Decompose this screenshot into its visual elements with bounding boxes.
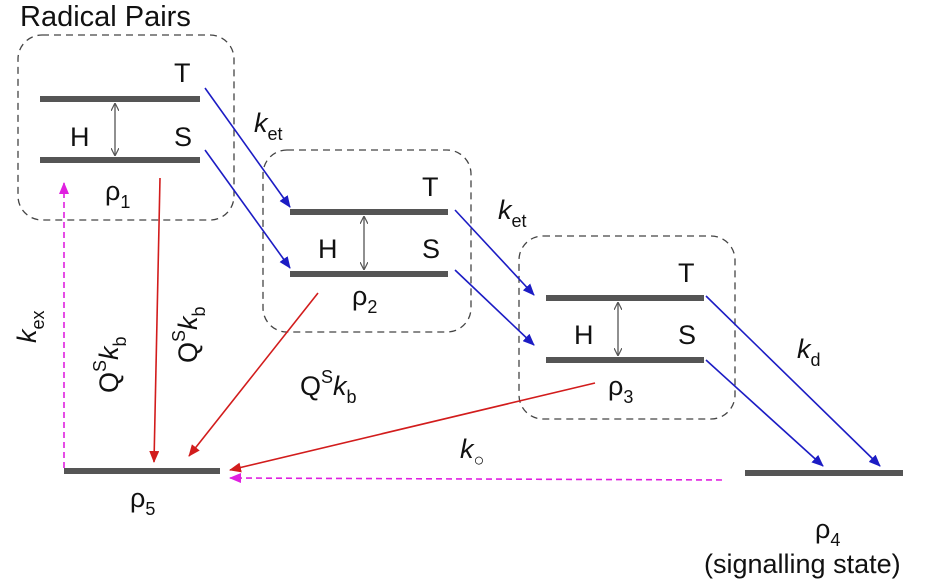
rho4-note: (signalling state) <box>704 549 901 579</box>
pair-3-rho-label: ρ3 <box>608 371 633 407</box>
electron-transfer-arrows <box>204 87 881 467</box>
radical-pair-2: T S H ρ2 <box>262 149 472 333</box>
decay-arrow-s3-rho4 <box>705 359 824 467</box>
rate-label-kcycle: k○ <box>460 434 484 470</box>
pair-2-rho-label: ρ2 <box>352 281 377 317</box>
rate-label-ket-1: ket <box>254 108 283 144</box>
pair-2-triplet-label: T <box>422 172 439 202</box>
recombination-arrow-rho1-rho5 <box>149 177 161 463</box>
pair-3-hyperfine-label: H <box>574 320 594 350</box>
pair-1-singlet-label: S <box>174 122 192 152</box>
recombination-arrow-rho3-rho5 <box>229 382 596 473</box>
rate-label-qskb-vertical-2: QSkb <box>169 306 209 363</box>
transfer-arrow-s1-s2 <box>204 149 291 269</box>
rate-label-qskb-horizontal: QSkb <box>300 367 357 407</box>
back-reaction-arrow-rho4-rho5 <box>229 473 723 484</box>
pair-3-box <box>518 235 736 420</box>
pair-1-box <box>17 34 235 221</box>
pair-2-box <box>262 149 472 333</box>
signalling-state-rho4: ρ4 (signalling state) <box>704 470 903 579</box>
transfer-arrow-s2-s3 <box>454 269 535 346</box>
pair-1-rho-label: ρ1 <box>105 176 130 212</box>
ground-state-rho5: ρ5 <box>64 468 220 519</box>
rate-label-kex: kex <box>12 310 48 343</box>
radical-pair-1: T S H ρ1 <box>17 34 235 221</box>
pair-3-singlet-label: S <box>678 320 696 350</box>
pair-3-triplet-label: T <box>678 258 695 288</box>
rho5-label: ρ5 <box>130 483 155 519</box>
rho4-label: ρ4 <box>815 514 840 550</box>
recombination-arrow-rho2-rho5 <box>188 292 319 457</box>
rate-label-kd: kd <box>797 334 821 370</box>
pair-2-hyperfine-label: H <box>318 234 338 264</box>
pair-2-singlet-label: S <box>422 234 440 264</box>
diagram-title: Radical Pairs <box>20 1 191 33</box>
transfer-arrow-t2-t3 <box>454 209 535 296</box>
transfer-arrow-t1-t2 <box>204 87 291 208</box>
radical-pair-3: T S H ρ3 <box>518 235 736 420</box>
recombination-arrows <box>149 177 596 473</box>
rate-label-ket-2: ket <box>498 195 527 231</box>
pair-1-triplet-label: T <box>174 58 191 88</box>
recovery-arrows <box>59 182 723 484</box>
rate-label-qskb-vertical-1: QSkb <box>90 336 130 393</box>
pair-1-hyperfine-label: H <box>70 122 90 152</box>
decay-arrow-t3-rho4 <box>705 295 881 467</box>
